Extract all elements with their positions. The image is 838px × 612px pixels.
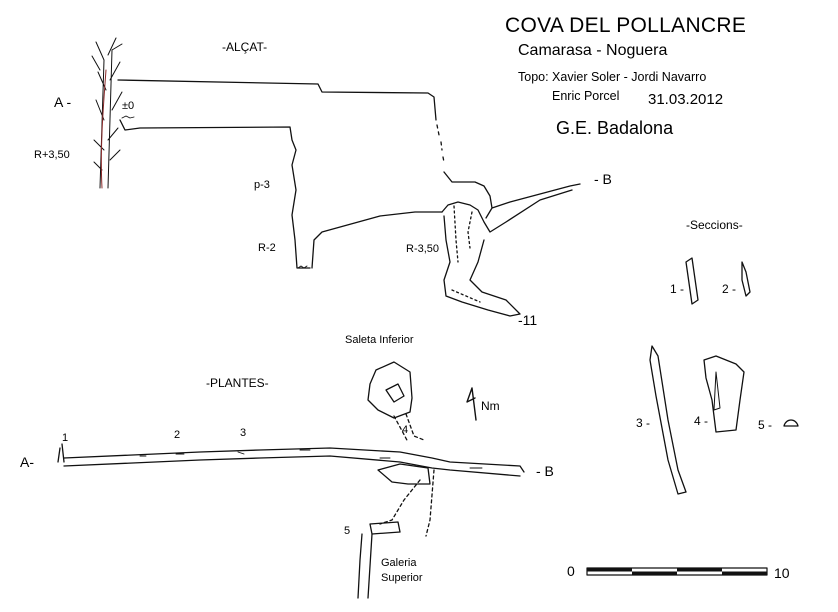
section-1-label: 1 - bbox=[670, 282, 685, 296]
map-title: COVA DEL POLLANCRE bbox=[505, 14, 747, 37]
point-b-elevation: - B bbox=[594, 171, 612, 187]
plan-point-2: 2 bbox=[174, 429, 181, 441]
survey-date: 31.03.2012 bbox=[648, 91, 724, 108]
galeria-label: Galeria bbox=[381, 557, 417, 569]
section-5-label: 5 - bbox=[758, 418, 773, 432]
plan-point-4: 4 bbox=[402, 424, 409, 436]
vegetation-icon bbox=[91, 37, 123, 189]
saleta-inferior-label: Saleta Inferior bbox=[345, 334, 414, 346]
section-2-shape bbox=[741, 261, 751, 297]
north-label: Nm bbox=[481, 399, 500, 413]
point-a-elevation: A - bbox=[54, 94, 72, 110]
zero-datum: ±0 bbox=[122, 100, 135, 112]
superior-label: Superior bbox=[381, 572, 423, 584]
label-r-plus-3-50: R+3,50 bbox=[34, 149, 70, 161]
point-a-plan: A- bbox=[20, 454, 34, 470]
location-label: Camarasa - Noguera bbox=[518, 42, 668, 59]
label-minus-11: -11 bbox=[518, 312, 538, 328]
topo-author-2: Enric Porcel bbox=[552, 89, 620, 103]
plan-point-3: 3 bbox=[240, 427, 247, 439]
label-r-3-50: R-3,50 bbox=[406, 243, 440, 255]
point-b-plan: - B bbox=[536, 463, 554, 479]
label-r-2: R-2 bbox=[258, 242, 276, 254]
plan-title: -PLANTES- bbox=[206, 376, 269, 390]
section-3-label: 3 - bbox=[636, 416, 651, 430]
sections-title: -Seccions- bbox=[686, 218, 743, 232]
scale-min: 0 bbox=[567, 563, 575, 579]
scale-max: 10 bbox=[774, 565, 790, 581]
section-4-shape bbox=[703, 355, 745, 433]
section-3-shape bbox=[649, 345, 687, 495]
elevation-title: -ALÇAT- bbox=[222, 40, 268, 54]
topo-authors: Topo: Xavier Soler - Jordi Navarro bbox=[518, 70, 707, 84]
elevation-profile bbox=[91, 37, 581, 317]
plan-point-5: 5 bbox=[344, 525, 351, 537]
plan-point-1: 1 bbox=[62, 432, 69, 444]
section-1-shape bbox=[685, 257, 699, 305]
label-p-3: p-3 bbox=[254, 179, 270, 191]
sections-drawing bbox=[649, 257, 799, 495]
section-4-label: 4 - bbox=[694, 414, 709, 428]
club-name: G.E. Badalona bbox=[556, 118, 674, 138]
section-2-label: 2 - bbox=[722, 282, 737, 296]
section-5-shape bbox=[783, 419, 799, 427]
plan-view bbox=[57, 361, 525, 599]
north-arrow-icon bbox=[466, 387, 477, 421]
scale-bar bbox=[586, 567, 768, 576]
